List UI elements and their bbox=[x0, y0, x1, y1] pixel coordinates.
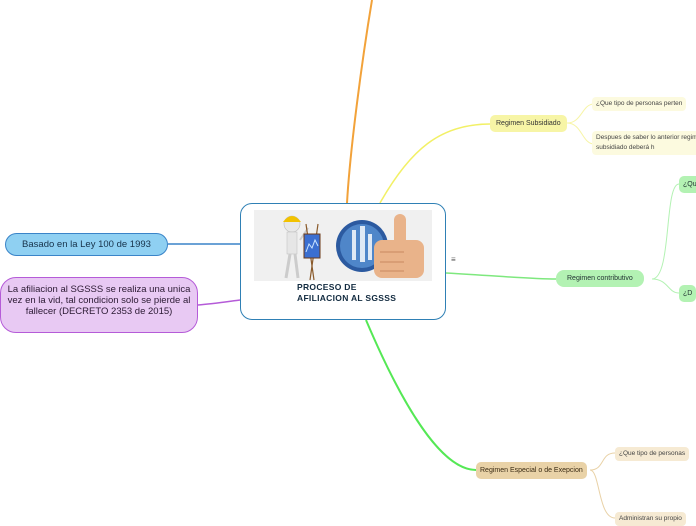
central-topic-image bbox=[254, 210, 432, 281]
especial-leaf-2[interactable]: Administran su propio bbox=[615, 512, 686, 526]
central-topic-title: PROCESO DE AFILIACION AL SGSSS bbox=[297, 282, 397, 303]
link-especial-leaf2 bbox=[589, 469, 616, 519]
link-top-branch bbox=[346, 0, 373, 204]
link-contributivo-leaf1 bbox=[651, 183, 680, 280]
topic-afiliacion-unica[interactable]: La afiliacion al SGSSS se realiza una un… bbox=[0, 277, 198, 333]
link-contributivo bbox=[445, 272, 557, 280]
link-subsidiado-leaf2 bbox=[566, 122, 595, 145]
hamburger-icon[interactable]: ≡ bbox=[451, 255, 456, 264]
branch-regimen-especial[interactable]: Regimen Especial o de Exepcion bbox=[476, 462, 587, 479]
topic-ley-100[interactable]: Basado en la Ley 100 de 1993 bbox=[5, 233, 168, 256]
link-subsidiado-leaf1 bbox=[566, 103, 595, 124]
link-contributivo-leaf2 bbox=[651, 278, 680, 294]
especial-leaf-1[interactable]: ¿Que tipo de personas bbox=[615, 447, 690, 461]
link-especial bbox=[365, 319, 477, 471]
central-topic[interactable]: PROCESO DE AFILIACION AL SGSSS bbox=[240, 203, 446, 320]
subsidiado-leaf-1[interactable]: ¿Que tipo de personas perten bbox=[592, 97, 687, 111]
link-afiliacion bbox=[197, 299, 241, 306]
subsidiado-leaf-2[interactable]: Despues de saber lo anterior regimen sub… bbox=[592, 131, 696, 155]
link-subsidiado bbox=[379, 123, 491, 204]
branch-regimen-contributivo[interactable]: Regimen contributivo bbox=[556, 270, 644, 287]
branch-regimen-subsidiado[interactable]: Regimen Subsidiado bbox=[490, 115, 567, 132]
contributivo-leaf-1[interactable]: ¿Qu bbox=[679, 176, 696, 193]
link-especial-leaf1 bbox=[589, 452, 616, 471]
contributivo-leaf-2[interactable]: ¿D bbox=[679, 285, 696, 302]
